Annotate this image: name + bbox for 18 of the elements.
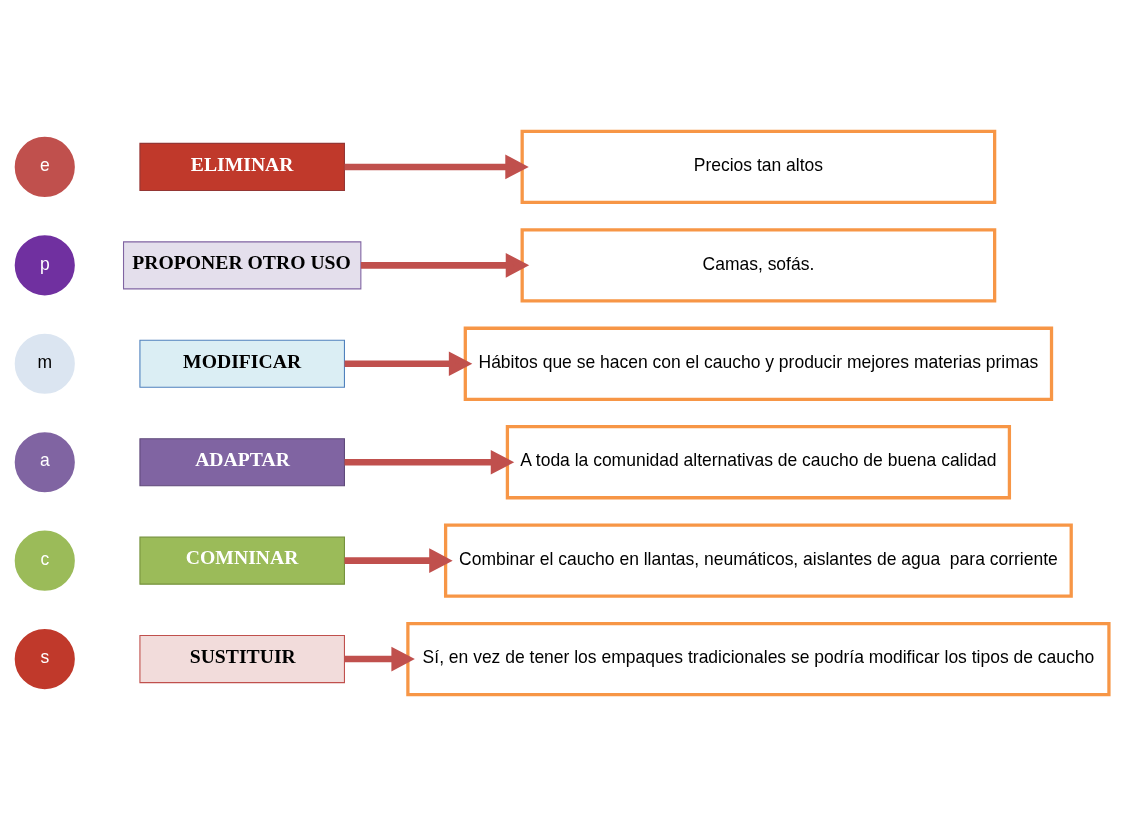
node-box: Precios tan altos: [520, 129, 997, 205]
arrow: [344, 351, 473, 377]
arrow: [344, 548, 453, 573]
node-box: A toda la comunidad alternativas de caucho de buena calidad: [505, 425, 1012, 500]
arrow: [344, 646, 415, 672]
node-box: Hábitos que se hacen con el caucho y producir mejores materias primas: [463, 326, 1054, 401]
node-box: MODIFICAR: [139, 339, 345, 388]
node-box: ADAPTAR: [139, 438, 345, 487]
node-box: Sí, en vez de tener los empaques tradicionales se podría modificar los tipos de caucho: [406, 621, 1111, 697]
node-box: ELIMINAR: [139, 142, 345, 191]
node-box: Combinar el caucho en llantas, neumáticos, aislantes de agua para corriente: [444, 523, 1073, 598]
node-box: SUSTITUIR: [139, 635, 345, 684]
node-box: Camas, sofás.: [520, 228, 997, 303]
arrow: [360, 253, 530, 278]
node-box: PROPONER OTRO USO: [122, 241, 362, 290]
node-box: COMNINAR: [139, 536, 345, 585]
arrow: [344, 449, 515, 475]
arrow: [344, 154, 529, 180]
